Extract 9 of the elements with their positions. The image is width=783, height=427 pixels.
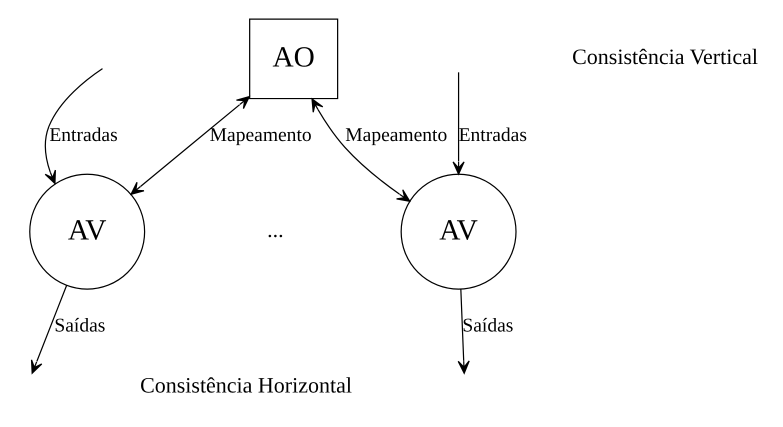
edge-label: Mapeamento [344,124,447,146]
label: ... [266,216,284,242]
label: Consistência Vertical [572,44,758,69]
edge-label: Saídas [462,315,513,336]
edge-label: Mapeamento [209,124,312,146]
label: Consistência Horizontal [140,372,352,397]
edge-label: Entradas [48,124,118,146]
edge-label: Entradas [458,124,526,146]
edge-label: Saídas [54,315,105,336]
